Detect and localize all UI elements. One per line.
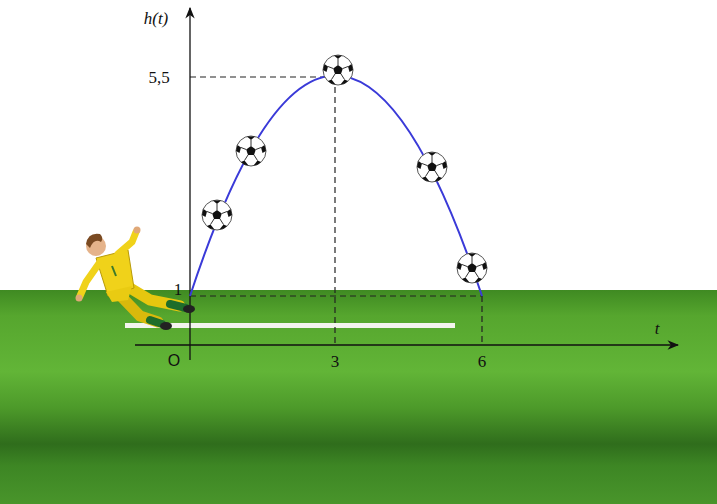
tick-label: 6 — [478, 353, 487, 370]
axis-label: h(t) — [144, 10, 169, 27]
tick-label: 3 — [331, 353, 340, 370]
tick-label: 1 — [174, 281, 183, 298]
player-figure — [76, 227, 196, 331]
origin-label: O — [168, 353, 180, 369]
axis-label: t — [655, 320, 660, 337]
tick-label: 5,5 — [148, 69, 169, 86]
